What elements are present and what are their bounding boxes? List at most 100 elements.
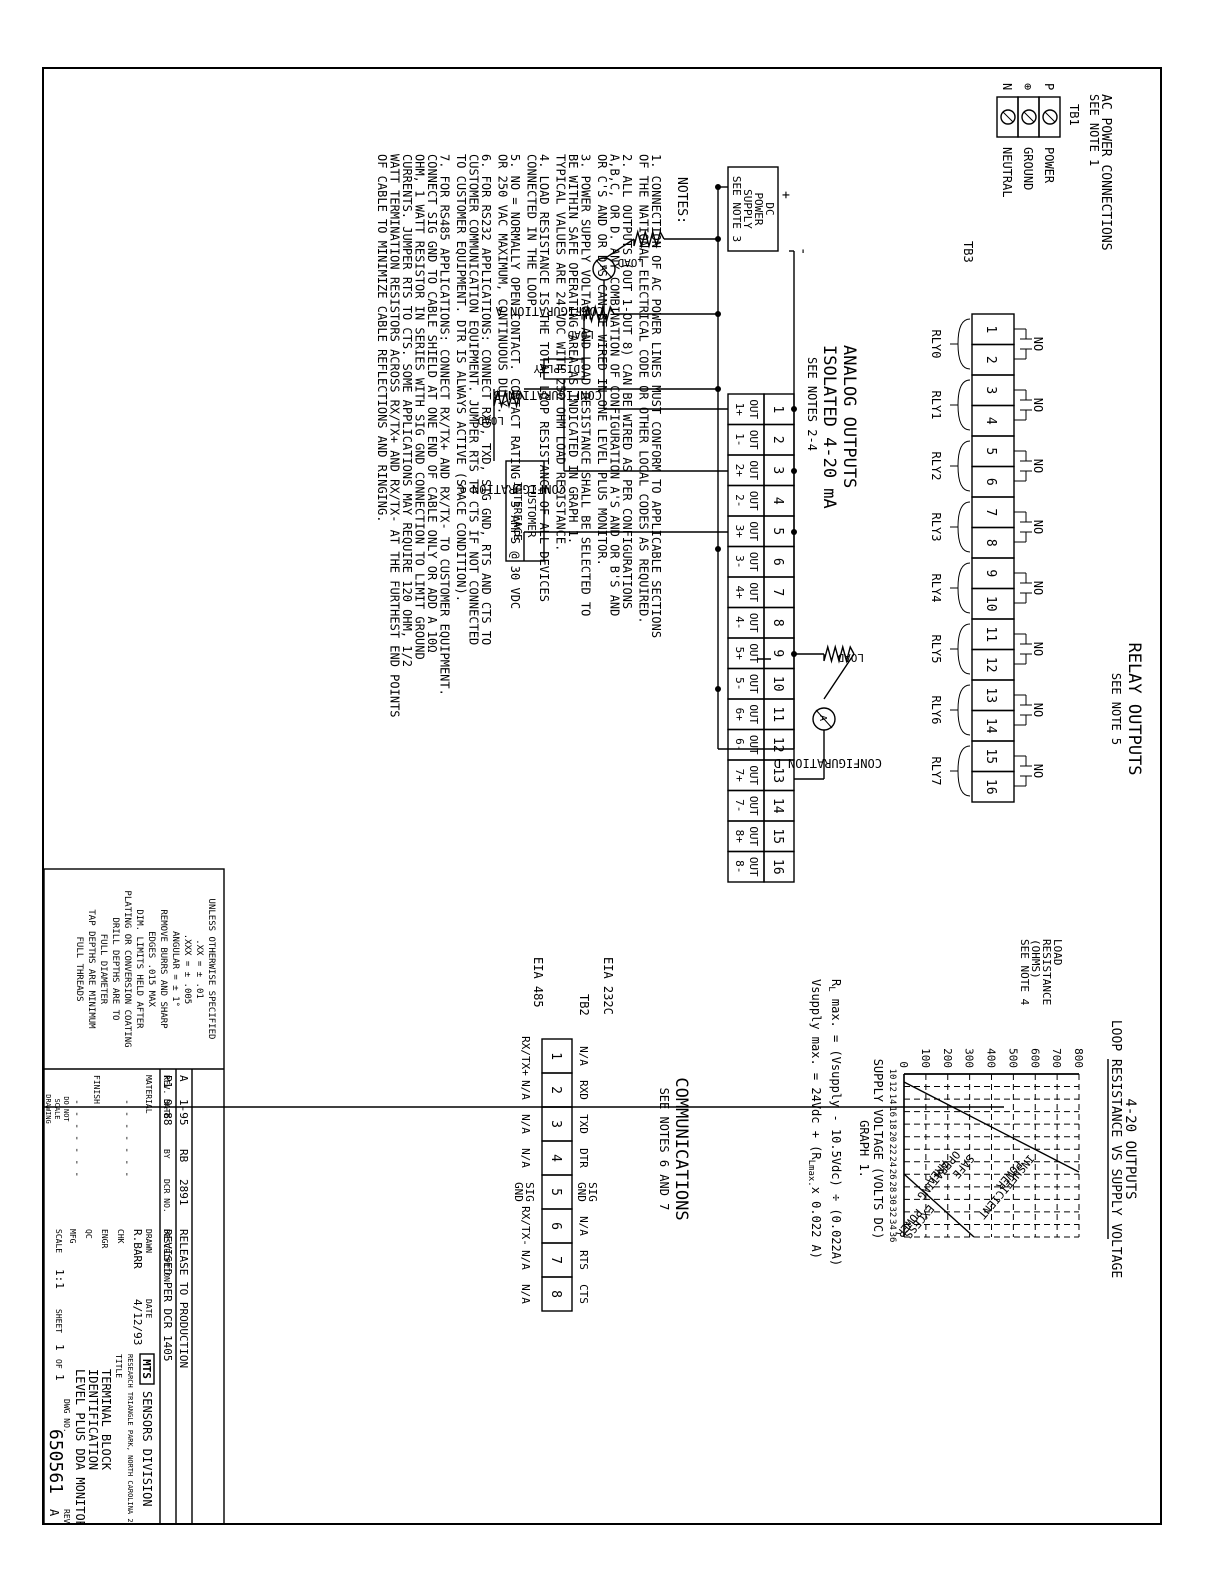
configA-load-label: LOAD bbox=[618, 256, 645, 269]
rs232-6: RTS bbox=[577, 1250, 590, 1270]
analog-out-word-3: OUT bbox=[747, 491, 760, 511]
tb3-label: TB3 bbox=[961, 241, 975, 263]
tb-tolerance-2: .XXX = ± .005 bbox=[182, 934, 192, 1004]
analog-num-7: 8 bbox=[770, 619, 785, 627]
dc-minus: - bbox=[795, 247, 811, 255]
graph-title: 4-20 OUTPUTS bbox=[1122, 1098, 1138, 1199]
tb1-screw-slot-0 bbox=[1044, 111, 1056, 123]
note-3-line-0: 3. POWER SUPPLY VOLTAGE AND LOAD RESISTA… bbox=[579, 154, 593, 616]
analog-num-5: 6 bbox=[770, 558, 785, 566]
analog-out-word-11: OUT bbox=[747, 735, 760, 755]
tb-tolerance-9: FULL DIAMETER bbox=[98, 934, 108, 1005]
rev-row-0-rev: A bbox=[177, 1075, 190, 1082]
analog-out-label-11: 6- bbox=[733, 738, 746, 751]
rs485-5: RX/TX- bbox=[519, 1206, 532, 1246]
tb3-num-6: 7 bbox=[983, 508, 998, 516]
note-7-line-2: OHM, 1 WATT RESISTOR IN SERIES WITH SIG … bbox=[413, 154, 427, 660]
graph-ytick-6: 600 bbox=[1028, 1048, 1041, 1068]
tb-tolerance-7: PLATING OR CONVERSION COATING bbox=[122, 890, 132, 1047]
analog-out-word-14: OUT bbox=[747, 826, 760, 846]
tb1-screw-0 bbox=[1042, 109, 1058, 125]
graph-xtick-13: 36 bbox=[887, 1232, 897, 1243]
analog-num-10: 11 bbox=[770, 706, 785, 722]
comms-eia232: EIA 232C bbox=[601, 957, 615, 1015]
configD-load bbox=[823, 644, 855, 664]
rev-head-3: DCR NO. bbox=[162, 1179, 171, 1213]
relay-name-0: RLY0 bbox=[929, 330, 943, 359]
rs232-0: N/A bbox=[577, 1046, 590, 1066]
plus-bus-dot-5 bbox=[715, 686, 721, 692]
tb-do-not-scale-0: DO NOT bbox=[62, 1096, 70, 1122]
dc-supply-line-3: SEE NOTE 3 bbox=[730, 176, 743, 242]
analog-out-word-7: OUT bbox=[747, 613, 760, 633]
note-6-line-0: 6. FOR RS232 APPLICATIONS: CONNECT RXD, … bbox=[479, 154, 493, 645]
tb1-screw-2 bbox=[1000, 109, 1016, 125]
analog-num-9: 10 bbox=[770, 676, 785, 692]
tb-do-not-scale-1: SCALE bbox=[53, 1098, 61, 1119]
analog-out-word-2: OUT bbox=[747, 460, 760, 480]
analog-out-label-14: 8+ bbox=[733, 830, 746, 844]
graph-ytick-2: 200 bbox=[941, 1048, 954, 1068]
tb2-num-2: 3 bbox=[548, 1120, 563, 1128]
tb-material-label: MATERIAL bbox=[144, 1075, 153, 1114]
rs232-4-a: SIG bbox=[586, 1182, 599, 1202]
analog-out-label-13: 7- bbox=[733, 799, 746, 812]
customer-interface-box bbox=[505, 460, 545, 562]
tb2-num-4: 5 bbox=[548, 1188, 563, 1196]
rs232-7: CTS bbox=[577, 1284, 590, 1304]
comms-note: SEE NOTES 6 AND 7 bbox=[657, 1088, 671, 1211]
relay-no-3: NO bbox=[1031, 520, 1045, 534]
tb-sheet-num: 1 bbox=[53, 1344, 66, 1351]
tb2-num-3: 4 bbox=[548, 1154, 563, 1162]
analog-out-word-0: OUT bbox=[747, 399, 760, 419]
graph-xtick-7: 24 bbox=[887, 1156, 897, 1167]
customer-line-0: CUSTOMER bbox=[525, 485, 538, 538]
configC-load-label: LOAD bbox=[478, 414, 505, 427]
rs232-4-b: GND bbox=[575, 1182, 588, 1202]
tb1-name-1: GROUND bbox=[1021, 147, 1035, 190]
rev-row-0-dcr: 2891 bbox=[177, 1179, 190, 1206]
tb-sheet-total: 1 bbox=[53, 1374, 66, 1381]
tb-engr-label: ENGR bbox=[100, 1229, 109, 1248]
graph-xtick-1: 12 bbox=[887, 1081, 897, 1092]
analog-subtitle: ISOLATED 4-20 mA bbox=[819, 345, 839, 509]
plus-bus-dot-0 bbox=[715, 184, 721, 190]
graph-xtick-0: 10 bbox=[887, 1069, 897, 1080]
analog-num-2: 3 bbox=[770, 466, 785, 474]
tb-tolerance-11: FULL THREADS bbox=[74, 936, 84, 1001]
tb-tolerance-1: .XX = ± .01 bbox=[194, 939, 204, 999]
configD-meter-arrow bbox=[815, 709, 833, 729]
graph-ylabel-0: LOAD bbox=[1051, 939, 1064, 966]
tb-title-label: TITLE bbox=[114, 1354, 123, 1378]
comms-eia485: EIA 485 bbox=[531, 957, 545, 1008]
tb-dwg-label: DWG NO. bbox=[62, 1399, 71, 1433]
tb3-num-13: 14 bbox=[983, 718, 998, 734]
minus-bus-dot-2 bbox=[791, 529, 797, 535]
graph-caption: GRAPH 1. bbox=[857, 1120, 871, 1178]
configB-load-label: LOAD bbox=[568, 328, 595, 341]
rs485-1: N/A bbox=[519, 1080, 532, 1100]
analog-out-word-5: OUT bbox=[747, 552, 760, 572]
analog-out-word-13: OUT bbox=[747, 796, 760, 816]
note-7-line-4: WATT TERMINATION RESISTORS ACROSS RX/TX+… bbox=[388, 154, 402, 718]
graph-ylabel-3: SEE NOTE 4 bbox=[1018, 939, 1031, 1006]
note-7-line-0: 7. FOR RS485 APPLICATIONS: CONNECT RX/TX… bbox=[438, 154, 452, 696]
tb-company-logo: MTS bbox=[140, 1359, 153, 1379]
tb2-num-1: 2 bbox=[548, 1086, 563, 1094]
analog-num-1: 2 bbox=[770, 436, 785, 444]
tb1-name-2: NEUTRAL bbox=[1000, 147, 1014, 198]
tb3-num-14: 15 bbox=[983, 748, 998, 764]
display-label: DISPLAY bbox=[533, 362, 580, 375]
tb1-screw-1 bbox=[1021, 109, 1037, 125]
comms-title: COMMUNICATIONS bbox=[671, 1077, 691, 1220]
tb-rev-label: REV bbox=[62, 1509, 71, 1524]
analog-out-word-15: OUT bbox=[747, 857, 760, 877]
rev-row-1-desc: REVISED PER DCR 1405 bbox=[161, 1229, 174, 1361]
analog-out-label-8: 5+ bbox=[733, 647, 746, 661]
note-2-line-1: A,B,C, OR D. ANY COMBINATION OF CONFIGUR… bbox=[608, 154, 622, 616]
tb-dwg-no: 650561 bbox=[45, 1429, 66, 1494]
rs485-4-a: SIG bbox=[523, 1182, 536, 1202]
configD-wire-meter bbox=[823, 653, 855, 700]
tb-sheet-label: SHEET bbox=[54, 1309, 63, 1333]
